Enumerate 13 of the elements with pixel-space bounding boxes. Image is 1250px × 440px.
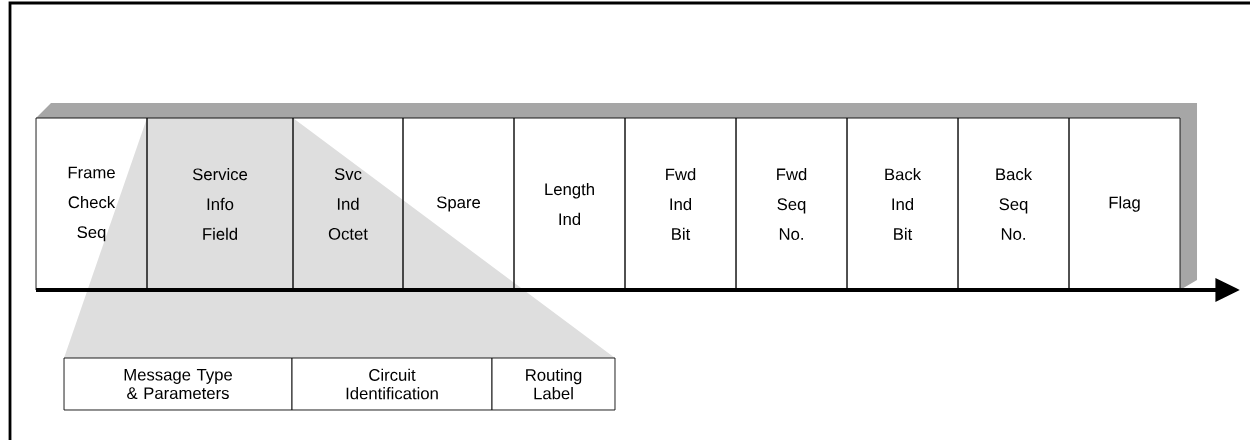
subfield-cell: Message Type & Parameters: [63, 357, 293, 411]
field-cell: Fwd Ind Bit: [624, 117, 737, 291]
field-cell: Svc Ind Octet: [292, 117, 404, 291]
field-cell: Back Ind Bit: [846, 117, 959, 291]
field-cell: Back Seq No.: [957, 117, 1070, 291]
field-cell: Spare: [402, 117, 515, 291]
subfield-cell: Circuit Identification: [291, 357, 493, 411]
field-cell: Frame Check Seq: [35, 117, 148, 291]
subfield-cell: Routing Label: [491, 357, 616, 411]
field-cell: Service Info Field: [146, 117, 294, 291]
field-cell: Fwd Seq No.: [735, 117, 848, 291]
field-cell: Flag: [1068, 117, 1181, 291]
field-cell: Length Ind: [513, 117, 626, 291]
